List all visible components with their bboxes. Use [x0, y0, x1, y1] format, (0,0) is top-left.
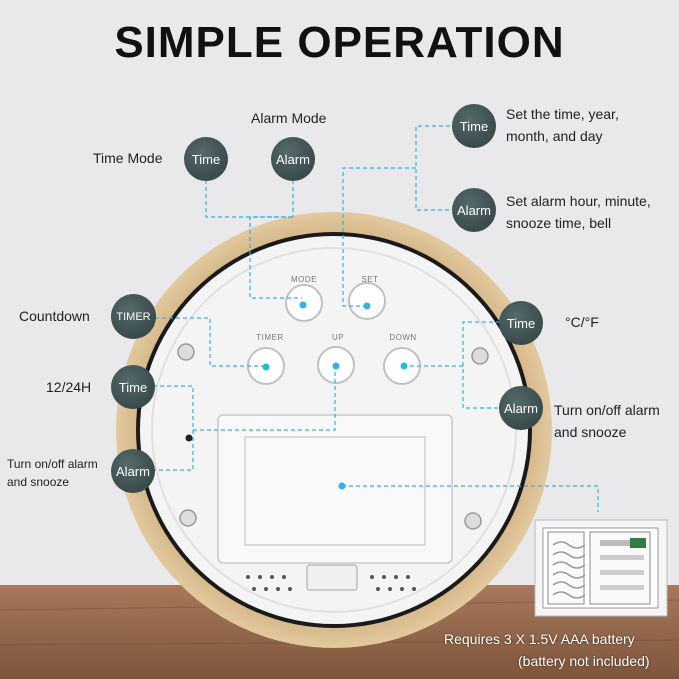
label-snooze-right: Turn on/off alarm and snooze	[554, 402, 660, 440]
screw	[177, 343, 195, 361]
down-button-label: DOWN	[389, 333, 416, 342]
label-hour-mode: 12/24H	[46, 379, 92, 395]
badge-time-mode: Time	[184, 137, 228, 181]
set-button-label: SET	[361, 275, 378, 284]
label-battery-required: Requires 3 X 1.5V AAA battery	[444, 631, 635, 647]
down-button[interactable]: DOWN	[383, 333, 421, 385]
label-temp-unit: °C/°F	[565, 314, 599, 330]
badge-alarm-mode: Alarm	[271, 137, 315, 181]
label-snooze-left: Turn on/off alarm and snooze	[7, 457, 98, 489]
snooze-switch	[185, 434, 193, 442]
badge-timer: TIMER	[111, 294, 156, 339]
label-alarm-mode: Alarm Mode	[251, 110, 327, 126]
label-battery-not-included: (battery not included)	[518, 653, 650, 669]
page-title: SIMPLE OPERATION	[114, 18, 565, 67]
screw	[471, 347, 489, 365]
badge-set-alarm: Alarm	[452, 188, 496, 232]
speaker-grille-left	[246, 575, 292, 591]
mode-button[interactable]: MODE	[285, 275, 323, 322]
badge-snooze-left: Alarm	[111, 449, 155, 493]
label-set-alarm: Set alarm hour, minute, snooze time, bel…	[506, 193, 651, 231]
screw	[464, 512, 482, 530]
target-dots	[262, 301, 408, 490]
battery-compartment-photo	[534, 519, 668, 617]
badge-hour-mode: Time	[111, 365, 155, 409]
label-time-mode: Time Mode	[93, 150, 163, 166]
badge-snooze-right: Alarm	[499, 386, 543, 430]
callout-lines	[153, 125, 599, 512]
speaker-grille-right	[370, 575, 416, 591]
mode-button-label: MODE	[291, 275, 317, 284]
screw	[179, 509, 197, 527]
label-set-time: Set the time, year, month, and day	[506, 106, 619, 144]
timer-button-label: TIMER	[256, 333, 283, 342]
up-button-label: UP	[332, 333, 344, 342]
cover-latch	[306, 564, 358, 591]
badge-temp-unit: Time	[499, 301, 543, 345]
badge-set-time: Time	[452, 104, 496, 148]
set-button[interactable]: SET	[348, 275, 386, 320]
label-countdown: Countdown	[19, 308, 90, 324]
